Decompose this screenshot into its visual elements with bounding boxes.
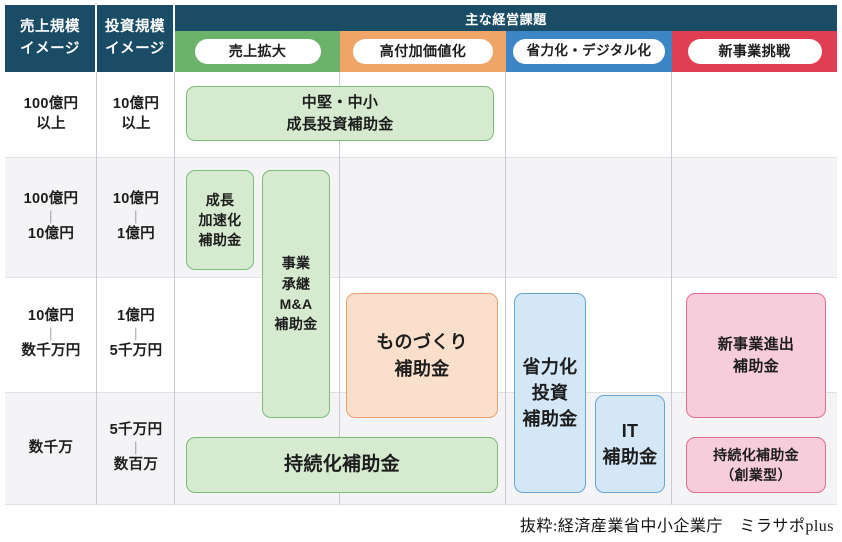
box-shoryokuka-toshi[interactable]: 省力化 投資 補助金 — [514, 293, 586, 493]
box-jigyo-shokei-ma-line1: 事業 — [281, 255, 311, 272]
header-main-title: 主な経営課題 — [175, 5, 837, 31]
row-band-2 — [5, 157, 837, 277]
row-1-sales-line2: 以上 — [36, 115, 66, 132]
header-sales-scale-line1: 売上規模 — [20, 19, 80, 36]
source-credit: 抜粋:経済産業省中小企業庁 ミラサポplus — [519, 518, 834, 535]
col-divider-b-green — [174, 72, 175, 505]
header-category-row: 売上拡大 高付加価値化 省力化・デジタル化 新事業挑戦 — [175, 31, 837, 72]
box-jizokuka-line1: 持続化補助金 — [284, 454, 400, 476]
row-2-sales-label: 100億円 ｜ 10億円 — [5, 157, 97, 277]
box-monodzukuri-line1: ものづくり — [376, 332, 468, 353]
row-4-investment-label: 5千万円 ｜ 数百万 — [97, 392, 175, 505]
box-jigyo-shokei-ma-line3: M&A — [279, 296, 313, 312]
header-sales-scale: 売上規模 イメージ — [5, 5, 97, 72]
category-label-value-added: 高付加価値化 — [353, 39, 493, 64]
row-2-investment-line1: 10億円 — [112, 190, 160, 207]
row-2-sales-line2: 10億円 — [27, 225, 75, 242]
row-divider-2 — [5, 277, 837, 278]
category-cell-new-business: 新事業挑戦 — [672, 31, 837, 72]
row-2-sales-dash: ｜ — [44, 209, 58, 225]
box-it-hojokin-line2: 補助金 — [602, 447, 658, 467]
subsidy-matrix: 売上規模 イメージ 投資規模 イメージ 主な経営課題 売上拡大 高付加価値化 省… — [5, 5, 837, 505]
category-cell-sales-growth: 売上拡大 — [175, 31, 340, 72]
box-it-hojokin-line1: IT — [621, 420, 639, 441]
box-it-hojokin[interactable]: IT 補助金 — [595, 395, 665, 493]
box-shoryokuka-toshi-line3: 補助金 — [522, 409, 578, 430]
category-cell-value-added: 高付加価値化 — [340, 31, 506, 72]
box-jizokuka[interactable]: 持続化補助金 — [186, 437, 498, 493]
box-shoryokuka-toshi-line2: 投資 — [531, 382, 569, 403]
row-4-investment-line2: 数百万 — [113, 457, 159, 473]
box-shoryokuka-toshi-line1: 省力化 — [522, 356, 578, 377]
box-seicho-kasokuka-line1: 成長 — [205, 191, 235, 208]
box-chuken-chusho-seicho-toshi-line2: 成長投資補助金 — [286, 115, 394, 133]
box-jigyo-shokei-ma-line4: 補助金 — [274, 316, 318, 333]
header-investment-scale-line1: 投資規模 — [105, 19, 165, 36]
col-divider-green-orange — [339, 72, 340, 505]
box-jigyo-shokei-ma[interactable]: 事業 承継 M&A 補助金 — [262, 170, 330, 418]
row-1-investment-line2: 以上 — [121, 115, 151, 132]
row-3-sales-line2: 数千万円 — [21, 343, 81, 359]
box-chuken-chusho-seicho-toshi-line1: 中堅・中小 — [301, 93, 379, 111]
row-2-investment-line2: 1億円 — [117, 225, 155, 242]
row-2-sales-line1: 100億円 — [23, 190, 79, 207]
box-jizokuka-sogyogata[interactable]: 持続化補助金 （創業型） — [686, 437, 826, 493]
box-monodzukuri-line2: 補助金 — [394, 358, 450, 379]
row-1-investment-label: 10億円 以上 — [97, 72, 175, 157]
row-3-sales-label: 10億円 ｜ 数千万円 — [5, 277, 97, 392]
category-label-new-business: 新事業挑戦 — [687, 39, 822, 64]
row-3-investment-dash: ｜ — [129, 327, 143, 342]
box-jizokuka-sogyogata-line2: （創業型） — [720, 467, 792, 483]
box-seicho-kasokuka-line2: 加速化 — [198, 211, 242, 228]
row-4-investment-line1: 5千万円 — [109, 422, 163, 439]
row-2-investment-dash: ｜ — [129, 209, 143, 225]
row-2-investment-label: 10億円 ｜ 1億円 — [97, 157, 175, 277]
row-divider-1 — [5, 157, 837, 158]
row-4-investment-dash: ｜ — [129, 441, 143, 456]
header-sales-scale-line2: イメージ — [20, 40, 80, 57]
row-3-investment-line2: 5千万円 — [109, 343, 163, 359]
matrix-bottom-border — [5, 504, 837, 505]
box-seicho-kasokuka[interactable]: 成長 加速化 補助金 — [186, 170, 254, 270]
row-1-sales-line1: 100億円 — [23, 95, 79, 112]
row-1-investment-line1: 10億円 — [112, 95, 160, 112]
col-divider-a-b — [96, 72, 97, 505]
category-label-sales-growth: 売上拡大 — [194, 39, 321, 64]
row-1-sales-label: 100億円 以上 — [5, 72, 97, 157]
box-jigyo-shokei-ma-line2: 承継 — [281, 275, 311, 292]
row-4-sales-label: 数千万 — [5, 392, 97, 505]
header-investment-scale-line2: イメージ — [105, 40, 165, 57]
category-cell-labor-saving-digital: 省力化・デジタル化 — [506, 31, 672, 72]
box-chuken-chusho-seicho-toshi[interactable]: 中堅・中小 成長投資補助金 — [186, 86, 494, 141]
col-divider-blue-red — [671, 72, 672, 505]
box-monodzukuri[interactable]: ものづくり 補助金 — [346, 293, 498, 418]
row-3-investment-line1: 1億円 — [117, 308, 155, 325]
row-4-sales-line1: 数千万 — [28, 439, 74, 456]
header-investment-scale: 投資規模 イメージ — [97, 5, 175, 72]
box-jizokuka-sogyogata-line1: 持続化補助金 — [713, 446, 799, 463]
box-shinjigyo-shinshutsu-line2: 補助金 — [733, 357, 779, 375]
box-seicho-kasokuka-line3: 補助金 — [198, 232, 242, 249]
category-label-labor-saving-digital: 省力化・デジタル化 — [513, 39, 665, 64]
row-3-sales-line1: 10億円 — [27, 308, 75, 325]
box-shinjigyo-shinshutsu-line1: 新事業進出 — [717, 335, 795, 353]
box-shinjigyo-shinshutsu[interactable]: 新事業進出 補助金 — [686, 293, 826, 418]
row-3-investment-label: 1億円 ｜ 5千万円 — [97, 277, 175, 392]
row-3-sales-dash: ｜ — [44, 327, 58, 342]
col-divider-orange-blue — [505, 72, 506, 505]
